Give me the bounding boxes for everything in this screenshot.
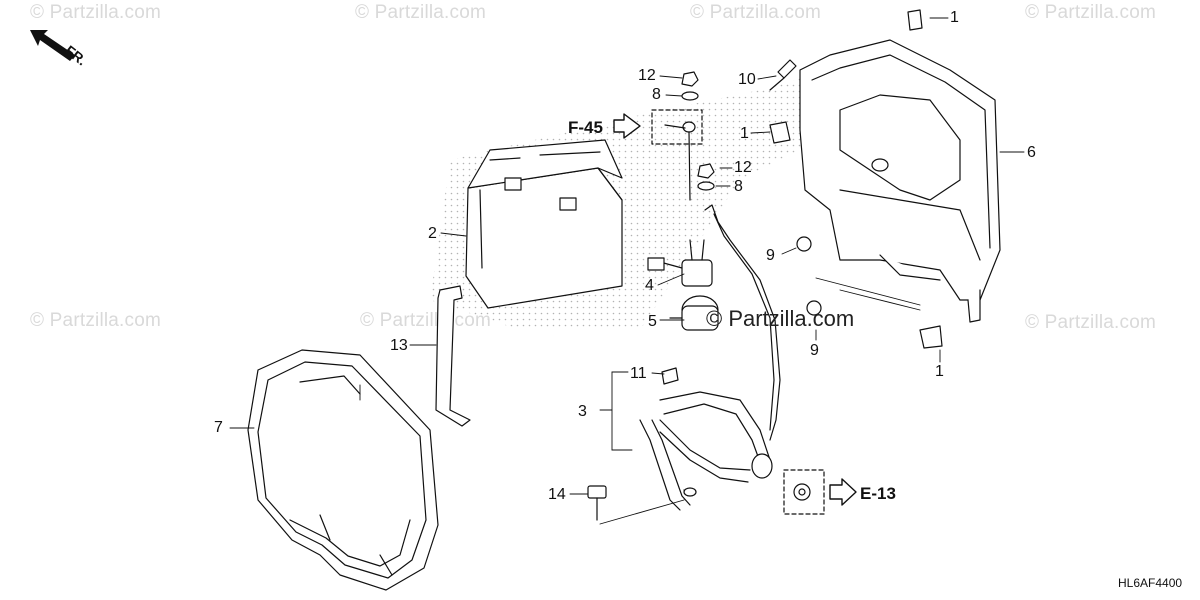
callout-14: 14 <box>548 486 566 503</box>
nut-washer-set <box>681 71 715 191</box>
battery-cable-lower <box>639 367 773 511</box>
callout-11: 11 <box>630 365 647 382</box>
callout-3: 3 <box>578 403 587 420</box>
watermark: © Partzilla.com <box>30 2 162 23</box>
f45-arrow-icon <box>613 113 641 139</box>
watermark: © Partzilla.com <box>30 310 162 331</box>
battery-cable-upper <box>651 109 781 441</box>
watermark: © Partzilla.com <box>355 2 487 23</box>
brand-label: © Partzilla.com <box>706 306 855 331</box>
watermark: © Partzilla.com <box>360 310 492 331</box>
clip-parts <box>769 9 943 349</box>
reference-e13: E-13 <box>860 484 896 503</box>
callout-1: 1 <box>950 9 959 26</box>
watermark: © Partzilla.com <box>690 2 822 23</box>
callout-4: 4 <box>645 277 654 294</box>
watermark: © Partzilla.com <box>1025 312 1157 333</box>
callout-9: 9 <box>810 342 819 359</box>
callout-12: 12 <box>734 159 752 176</box>
callout-8: 8 <box>652 86 661 103</box>
battery <box>465 139 623 309</box>
e13-arrow-icon <box>829 478 857 506</box>
battery-tray <box>799 39 1001 323</box>
watermark: © Partzilla.com <box>1025 2 1157 23</box>
battery-cover <box>247 349 439 591</box>
callout-2: 2 <box>428 225 437 242</box>
callout-6: 6 <box>1027 144 1036 161</box>
diagram-code: HL6AF4400 <box>1118 576 1183 590</box>
callout-7: 7 <box>214 419 223 436</box>
bolt-parts <box>587 59 822 521</box>
callout-10: 10 <box>738 71 756 88</box>
front-arrow-icon <box>30 30 75 61</box>
callout-1: 1 <box>740 125 749 142</box>
reference-f45: F-45 <box>568 118 603 137</box>
callout-8: 8 <box>734 178 743 195</box>
callout-5: 5 <box>648 313 657 330</box>
callout-9: 9 <box>766 247 775 264</box>
callout-13: 13 <box>390 337 408 354</box>
starter-relay <box>647 239 719 331</box>
callout-1: 1 <box>935 363 944 380</box>
battery-strap <box>435 285 471 427</box>
leader-lines <box>229 17 1025 525</box>
callout-12: 12 <box>638 67 656 84</box>
grommet-detail <box>783 469 825 515</box>
